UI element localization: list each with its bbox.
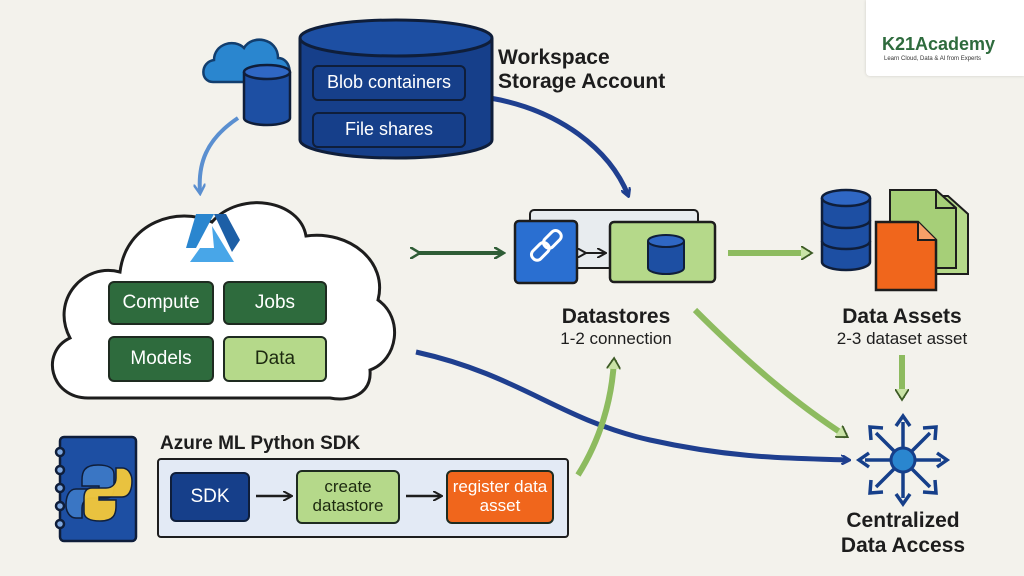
brand-tagline: Learn Cloud, Data & AI from Experts [884,56,982,62]
arrow-workspace-to-central [415,349,848,460]
logo-card: K21Academy Learn Cloud, Data & AI from E… [866,0,1024,76]
arrow-storage-to-datastores [489,95,628,195]
models-box: Models [108,336,214,382]
sdk-title: Azure ML Python SDK [160,433,361,454]
stacked-database-icon [820,188,872,272]
jobs-box: Jobs [223,281,327,325]
compute-box: Compute [108,281,214,325]
brand-name: K21Academy [882,34,996,54]
azure-ml-icon [186,214,240,262]
python-notebook-icon [54,435,138,543]
hub-icon [855,412,951,508]
central-line2: Data Access [840,534,966,557]
file-shares-box: File shares [312,112,466,148]
sdk-step-box: SDK [170,472,250,522]
datastores-title: Datastores [561,305,671,328]
central-line1: Centralized [846,509,960,532]
blob-containers-box: Blob containers [312,65,466,101]
datastore-database-icon [647,234,685,275]
file-icon-orange [874,220,938,292]
arrow-sdk-to-datastores [575,360,614,477]
datastores-subtitle: 1-2 connection [560,329,672,348]
create-datastore-box: create datastore [296,470,400,524]
arrow-storage-to-workspace [200,116,240,192]
data-box: Data [223,336,327,382]
data-assets-title: Data Assets [842,305,962,328]
register-data-asset-box: register data asset [446,470,554,524]
database-icon [242,63,292,127]
storage-title-line2: Storage Account [498,70,666,93]
storage-title-line1: Workspace [498,46,610,69]
arrow-datastores-to-central [692,307,846,439]
data-assets-subtitle: 2-3 dataset asset [836,329,968,348]
link-icon [513,219,579,285]
